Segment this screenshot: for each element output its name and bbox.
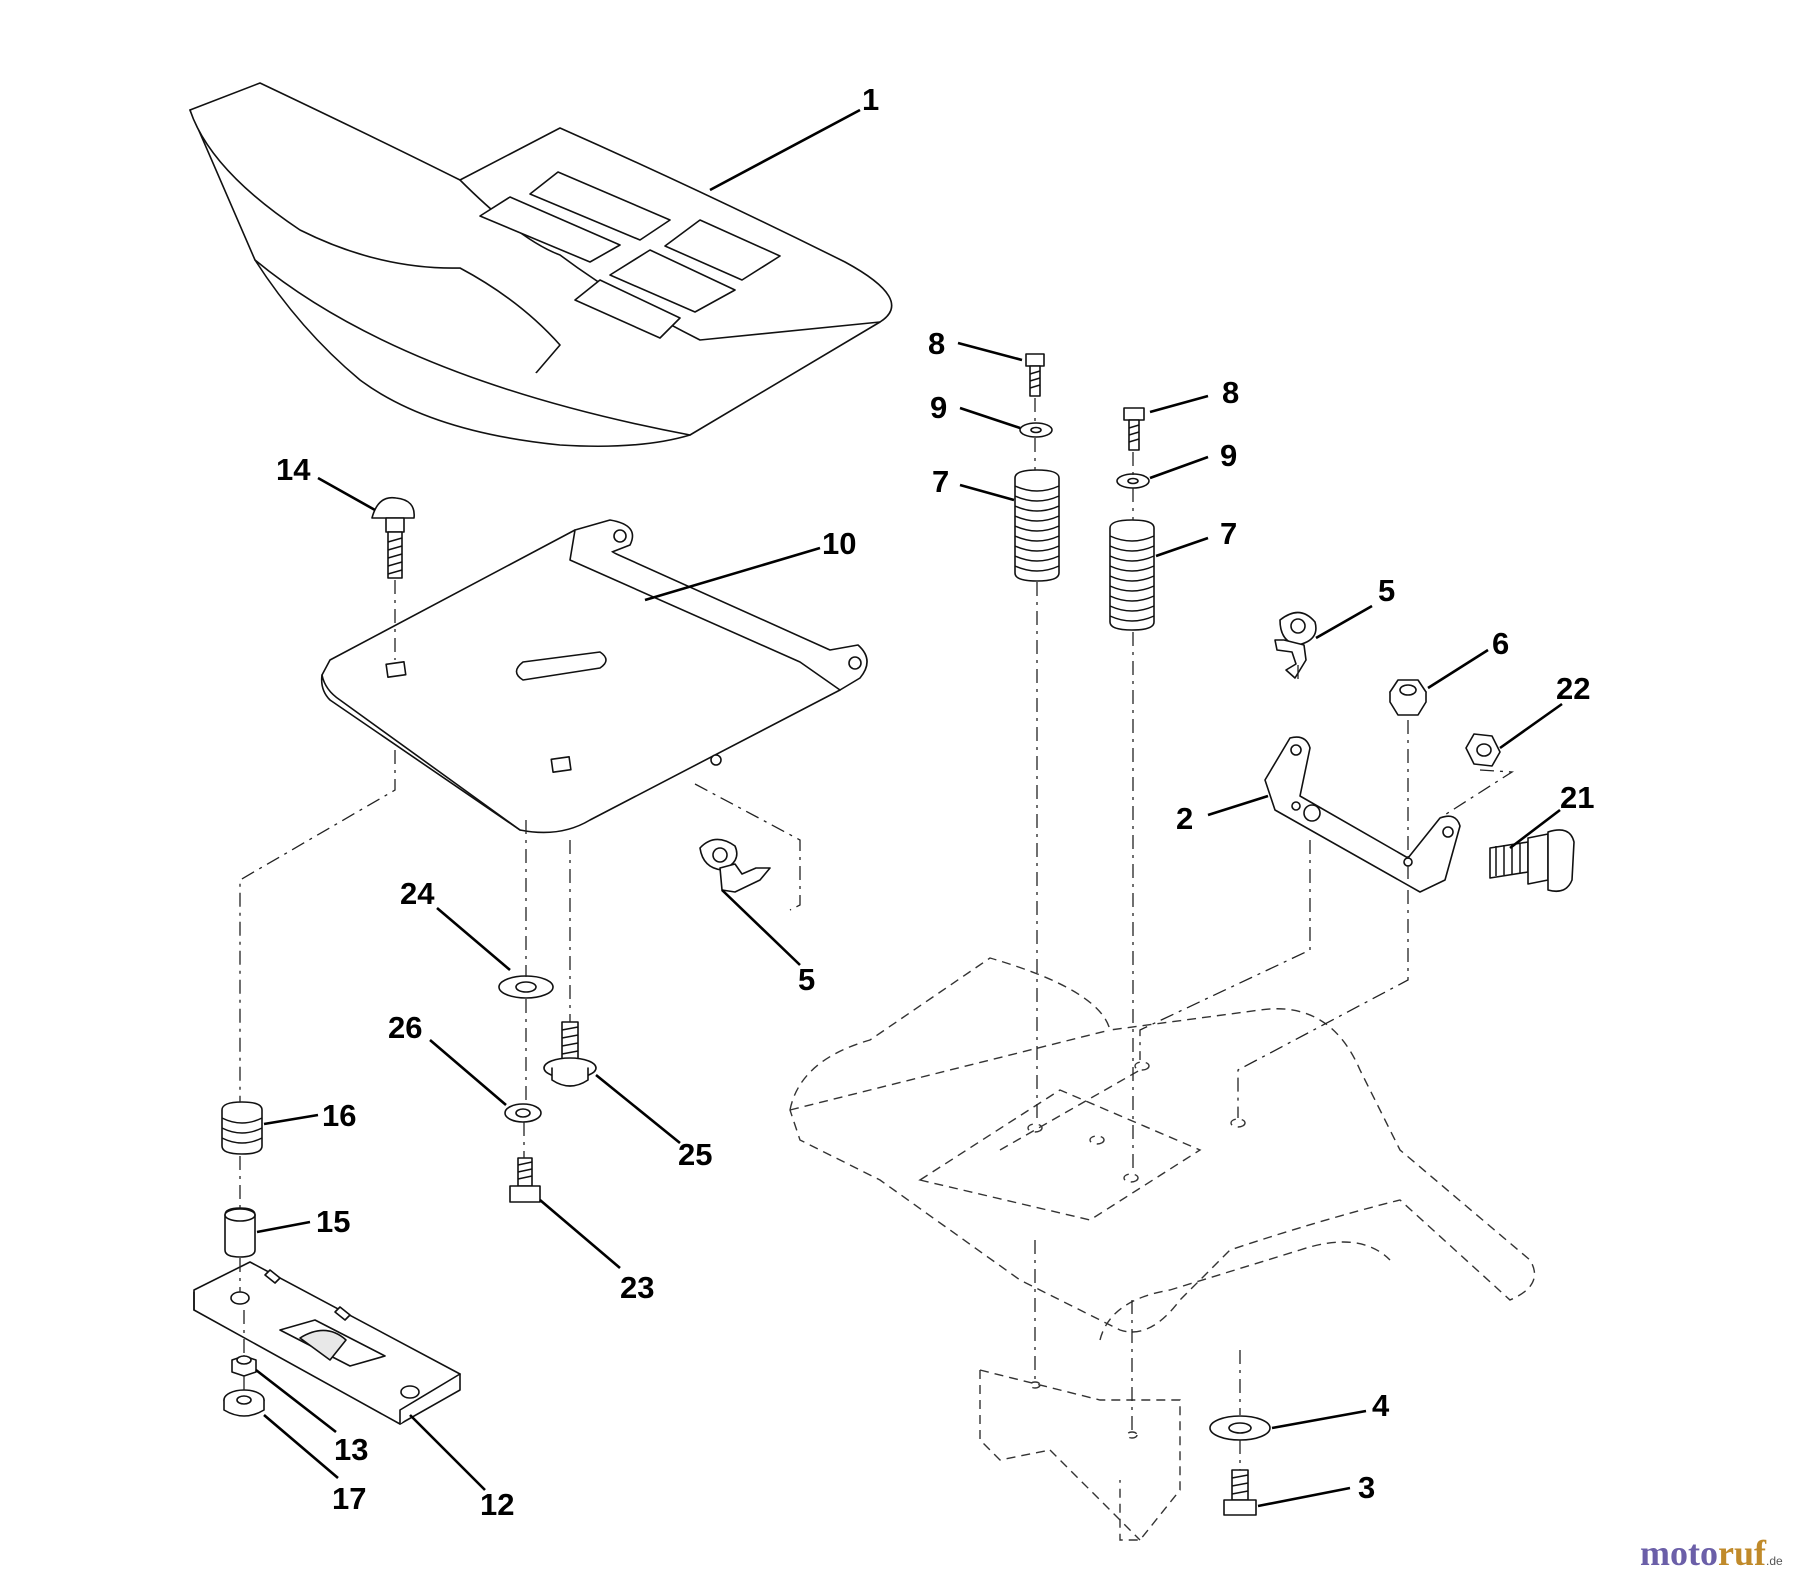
carriage-bolt <box>371 496 415 579</box>
callout-9b: 9 <box>1220 438 1237 473</box>
assembly-centerlines <box>239 398 1515 1470</box>
hex-bolt-3 <box>1223 1469 1257 1516</box>
callout-12: 12 <box>480 1487 514 1522</box>
callout-3: 3 <box>1358 1470 1375 1505</box>
callout-24: 24 <box>400 876 435 911</box>
callout-10: 10 <box>822 526 856 561</box>
hex-nut <box>1465 733 1501 767</box>
hex-bolt-23 <box>509 1157 541 1203</box>
callout-13: 13 <box>334 1432 368 1467</box>
spring-left <box>1014 469 1060 582</box>
mounting-plate <box>193 1261 461 1425</box>
lock-washer-26 <box>504 1103 542 1123</box>
callout-8b: 8 <box>1222 375 1239 410</box>
hex-bolt-right <box>1123 407 1145 451</box>
lock-nut <box>1389 679 1427 716</box>
callout-9a: 9 <box>930 390 947 425</box>
callout-26: 26 <box>388 1010 422 1045</box>
washer-left-hole <box>1030 426 1042 434</box>
callout-8a: 8 <box>928 326 945 361</box>
callout-7a: 7 <box>932 464 949 499</box>
hex-bolt-left <box>1025 353 1045 397</box>
callout-7b: 7 <box>1220 516 1237 551</box>
watermark-part-a: moto <box>1640 1533 1718 1573</box>
callout-6: 6 <box>1492 626 1509 661</box>
callout-5b: 5 <box>798 962 815 997</box>
washer-right-hole <box>1127 477 1139 485</box>
spring-16 <box>221 1101 263 1155</box>
flat-washer-24 <box>498 975 554 999</box>
callout-17: 17 <box>332 1481 366 1516</box>
watermark-text: motoruf.de <box>1640 1533 1783 1573</box>
watermark-logo: motoruf.de <box>1640 1533 1783 1573</box>
callout-2: 2 <box>1176 801 1193 836</box>
callout-1: 1 <box>862 82 879 117</box>
seat-pivot-bracket <box>1264 736 1461 893</box>
callout-15: 15 <box>316 1204 350 1239</box>
callout-22: 22 <box>1556 671 1590 706</box>
callout-25: 25 <box>678 1137 712 1172</box>
callout-21: 21 <box>1560 780 1594 815</box>
callout-4: 4 <box>1372 1388 1390 1423</box>
washer-4 <box>1209 1415 1271 1441</box>
watermark-part-b: ruf <box>1718 1533 1767 1573</box>
callout-labels: 1 2 3 4 5 5 6 7 7 8 8 9 9 10 12 13 14 15… <box>276 82 1594 1522</box>
callout-23: 23 <box>620 1270 654 1305</box>
callout-14: 14 <box>276 452 311 487</box>
spacer-15 <box>224 1207 256 1258</box>
pivot-clip-right <box>1274 611 1317 679</box>
callout-leaders <box>255 108 1563 1508</box>
callout-5a: 5 <box>1378 573 1395 608</box>
pivot-clip-left <box>699 838 771 893</box>
seat-pan <box>320 519 868 834</box>
shoulder-bolt <box>1489 829 1575 893</box>
nut-13 <box>231 1355 257 1377</box>
callout-16: 16 <box>322 1098 356 1133</box>
flange-nut-17 <box>223 1389 265 1417</box>
watermark-suffix: .de <box>1766 1554 1783 1568</box>
fender-frame-phantom <box>789 957 1536 1541</box>
seat <box>189 82 893 448</box>
shoulder-screw-25 <box>543 1021 597 1087</box>
spring-right <box>1109 519 1155 631</box>
